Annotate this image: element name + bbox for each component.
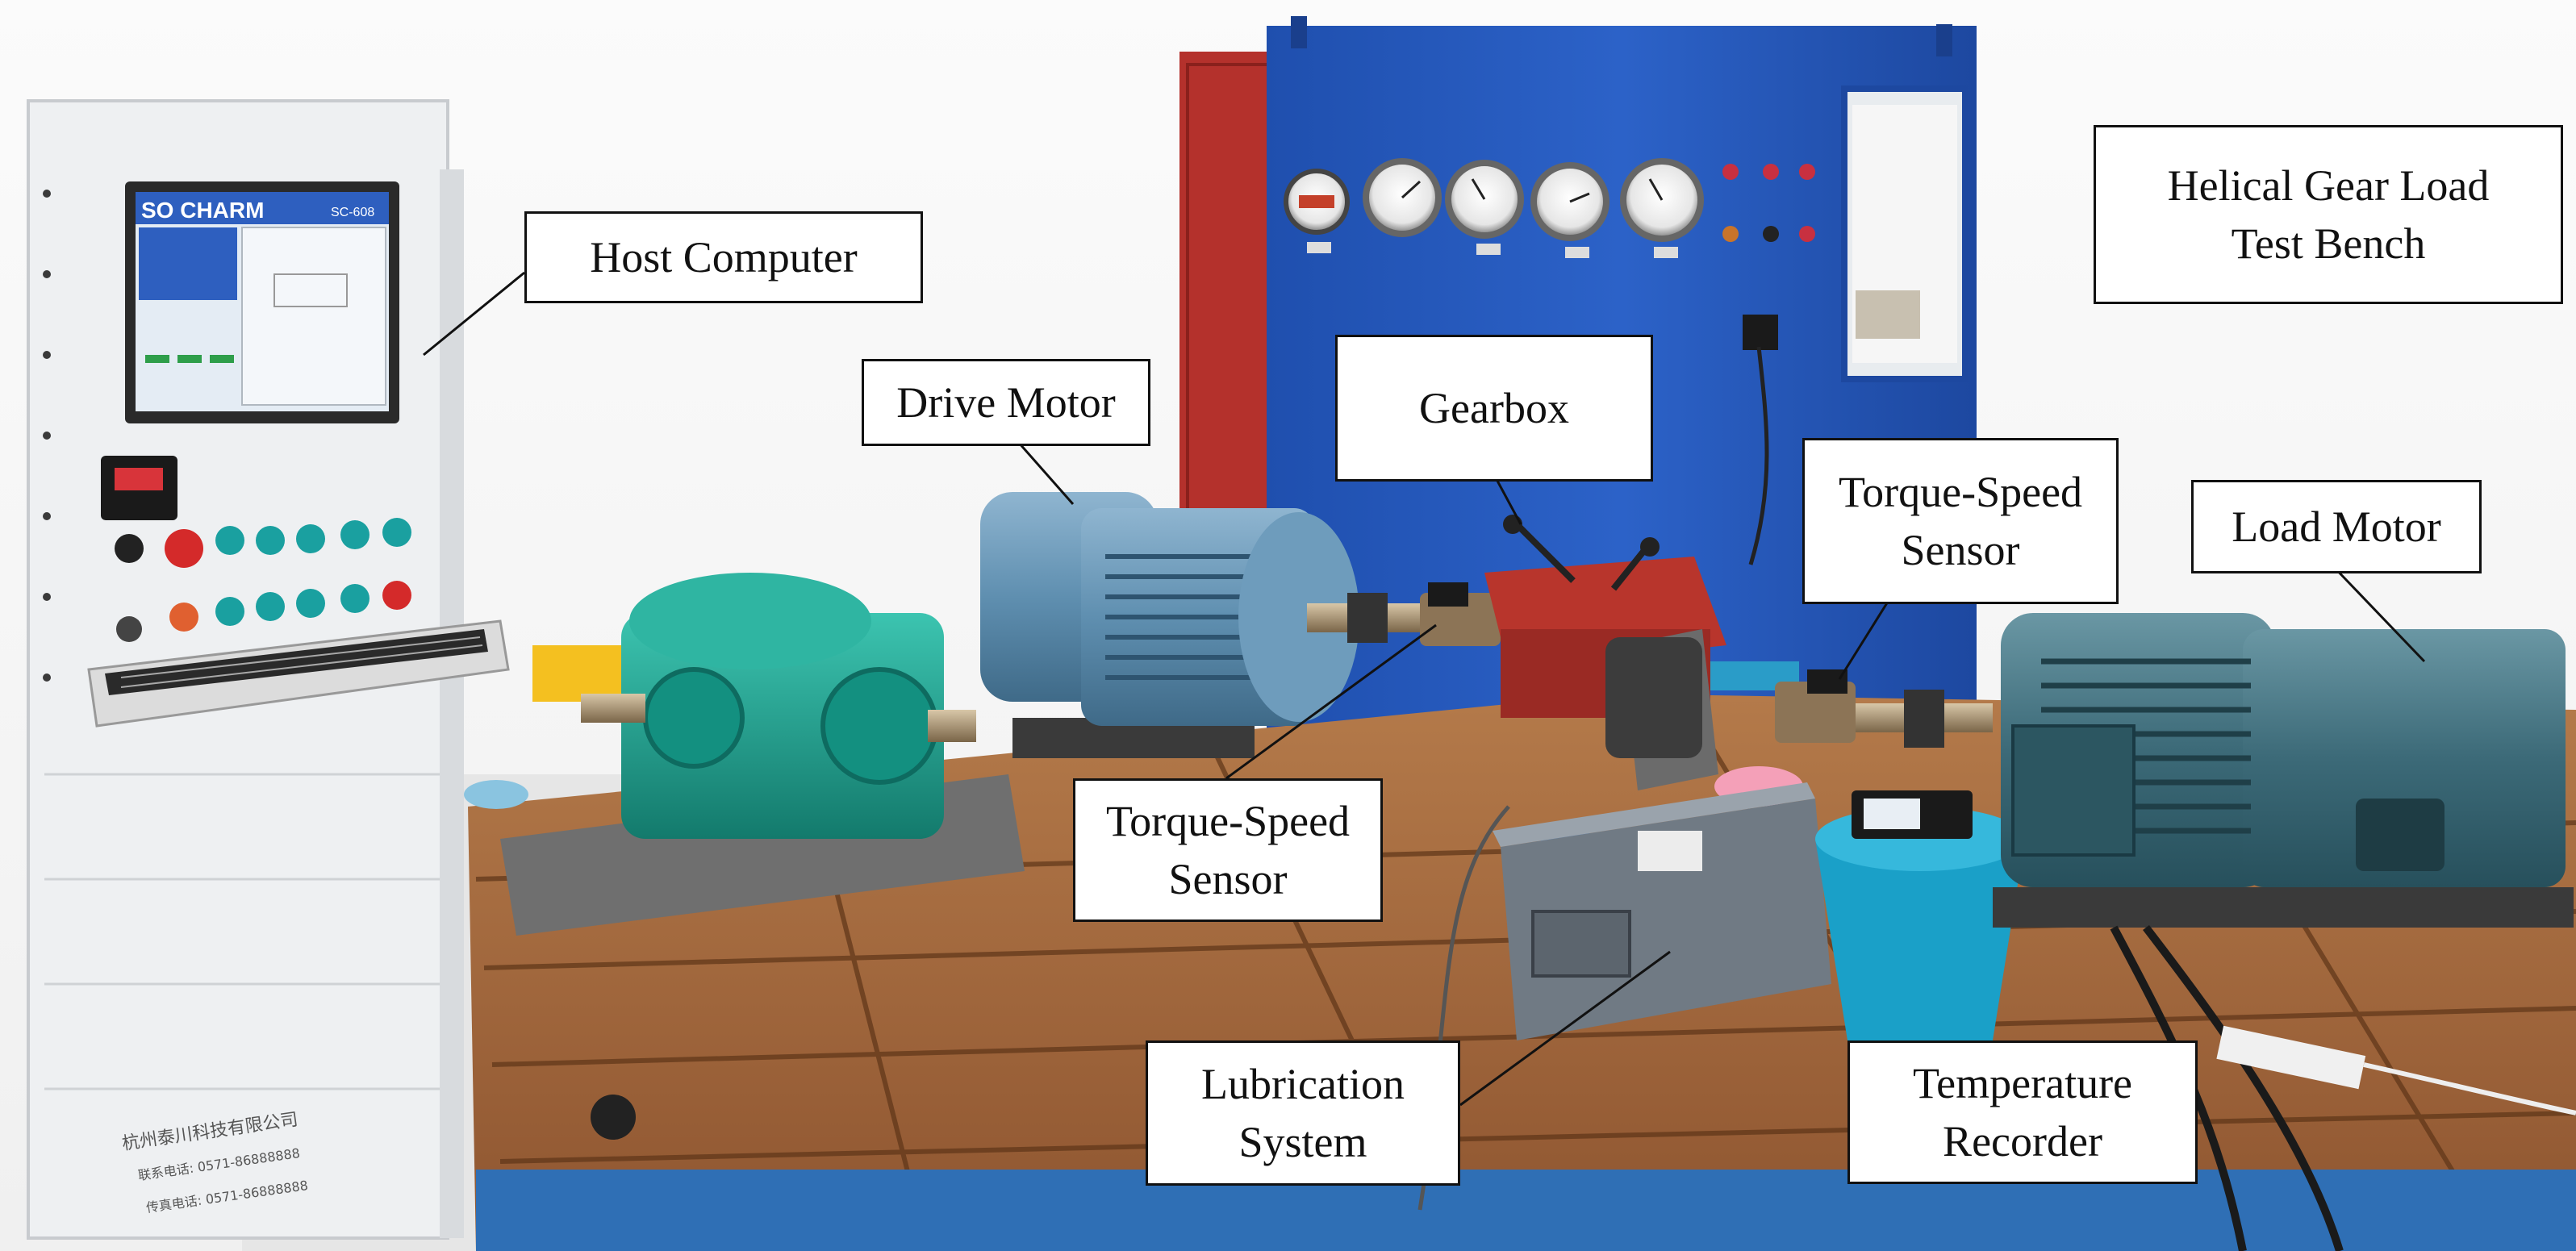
screen-code: SC-608 [331, 206, 374, 219]
callout-load-motor: Load Motor [2191, 480, 2482, 573]
torque-speed-sensor-right [1775, 682, 1856, 743]
callout-lubrication-system: Lubrication System [1146, 1040, 1460, 1186]
callout-temperature-recorder: Temperature Recorder [1847, 1040, 2198, 1184]
button-icon [115, 518, 411, 642]
callout-torque-speed-sensor-right: Torque-Speed Sensor [1802, 438, 2119, 604]
lubrication-tank [1501, 799, 1831, 1040]
callout-helical-gear-load-test-bench: Helical Gear Load Test Bench [2094, 125, 2563, 304]
callout-drive-motor: Drive Motor [862, 359, 1150, 446]
bed-base [476, 1170, 2576, 1251]
callout-torque-speed-sensor-left: Torque-Speed Sensor [1073, 778, 1383, 922]
indicator-light-icon [1722, 164, 1815, 242]
callout-host-computer: Host Computer [524, 211, 923, 303]
screen-brand: SO CHARM [141, 198, 264, 223]
pressure-gauge-icon [1284, 158, 1704, 242]
recorder-stand [1815, 839, 2025, 1040]
callout-gearbox: Gearbox [1335, 335, 1653, 482]
